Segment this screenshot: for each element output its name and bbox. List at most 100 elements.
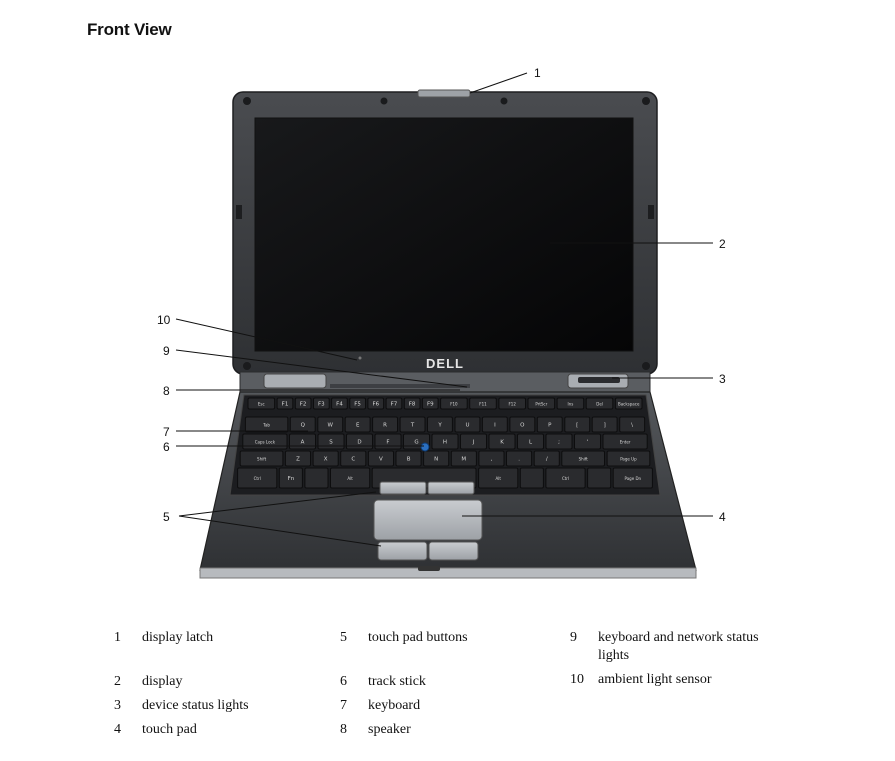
keyboard-key-label: PrtScr xyxy=(535,402,547,407)
keyboard-key-label: Alt xyxy=(495,476,501,481)
ambient-light-sensor xyxy=(359,357,362,360)
keyboard-key xyxy=(588,468,611,488)
keyboard-key-label: K xyxy=(500,440,504,446)
keyboard-key-label: W xyxy=(327,423,333,429)
legend-number: 2 xyxy=(114,673,121,691)
keyboard-key-label: ] xyxy=(604,423,606,429)
speaker xyxy=(264,374,326,388)
keyboard-key-label: Tab xyxy=(262,423,270,428)
keyboard-key-label: Alt xyxy=(347,476,353,481)
legend-label: ambient light sensor xyxy=(598,671,783,689)
display xyxy=(255,118,633,351)
hinge-area xyxy=(240,372,650,392)
keyboard-key-label: Fn xyxy=(288,476,295,482)
legend-column-2: 5 touch pad buttons 6 track stick 7 keyb… xyxy=(340,629,553,745)
keyboard-key-label: Shift xyxy=(257,457,267,462)
keyboard-key-label: Backspace xyxy=(618,402,640,407)
legend-number: 10 xyxy=(570,671,584,689)
keyboard-key-label: / xyxy=(546,457,548,463)
track-stick xyxy=(421,443,429,451)
keyboard-key-label: Y xyxy=(437,423,442,429)
legend-number: 4 xyxy=(114,721,121,739)
callout-number: 6 xyxy=(163,440,170,454)
keyboard-key-label: Ctrl xyxy=(562,476,569,481)
touch-pad xyxy=(374,500,482,540)
legend-item: 10 ambient light sensor xyxy=(570,671,783,689)
keyboard-key-label: Del xyxy=(596,402,603,407)
keyboard-key-label: F8 xyxy=(409,402,416,408)
legend-number: 9 xyxy=(570,629,577,647)
legend-label: track stick xyxy=(368,673,553,691)
keyboard-key-label: T xyxy=(410,423,415,429)
legend-number: 8 xyxy=(340,721,347,739)
keyboard-key-label: C xyxy=(351,457,355,463)
keyboard-key-label: Shift xyxy=(579,457,589,462)
keyboard-key-label: N xyxy=(434,457,438,463)
keyboard-key-label: . xyxy=(518,457,520,463)
legend-column-3: 9 keyboard and network status lights 10 … xyxy=(570,629,783,695)
keyboard-key xyxy=(305,468,328,488)
callout-number: 9 xyxy=(163,344,170,358)
callout-number: 8 xyxy=(163,384,170,398)
legend-label: touch pad buttons xyxy=(368,629,553,647)
legend-label: device status lights xyxy=(142,697,327,715)
keyboard-key-label: U xyxy=(465,423,469,429)
callout-number: 7 xyxy=(163,425,170,439)
keyboard-key-label: F12 xyxy=(509,402,517,407)
keyboard-key-label: X xyxy=(324,457,328,463)
keyboard-key-label: [ xyxy=(576,423,578,429)
legend-item: 2 display xyxy=(114,673,327,691)
callout-number: 4 xyxy=(719,510,726,524)
legend-item: 6 track stick xyxy=(340,673,553,691)
keyboard-key-label: Q xyxy=(301,423,306,429)
keyboard-key xyxy=(520,468,543,488)
keyboard-key-label: F xyxy=(386,440,389,446)
keyboard-key-label: Enter xyxy=(620,440,631,445)
keyboard-key-label: F6 xyxy=(372,402,379,408)
keyboard-key-label: D xyxy=(357,440,361,446)
legend-label: display xyxy=(142,673,327,691)
legend-item: 7 keyboard xyxy=(340,697,553,715)
keyboard-key-label: O xyxy=(520,423,525,429)
dell-logo: DELL xyxy=(426,356,464,371)
callout-number: 2 xyxy=(719,237,726,251)
callout-number: 10 xyxy=(157,313,171,327)
legend-label: touch pad xyxy=(142,721,327,739)
touch-pad-button-lower-right xyxy=(429,542,478,560)
legend-number: 6 xyxy=(340,673,347,691)
legend-item: 5 touch pad buttons xyxy=(340,629,553,647)
legend-number: 1 xyxy=(114,629,121,647)
keyboard-key-label: F1 xyxy=(282,402,289,408)
legend-label: keyboard and network status lights xyxy=(598,629,783,665)
keyboard-key-label: H xyxy=(443,440,447,446)
keyboard-key-label: G xyxy=(414,440,418,446)
keyboard-key-label: Esc xyxy=(258,402,265,407)
touch-pad-button-lower-left xyxy=(378,542,427,560)
legend-item: 3 device status lights xyxy=(114,697,327,715)
keyboard-key-label: A xyxy=(301,440,305,446)
keyboard-key-label: F4 xyxy=(336,402,343,408)
keyboard-key-label: F10 xyxy=(450,402,458,407)
legend-label: display latch xyxy=(142,629,327,647)
keyboard-key-label: F9 xyxy=(427,402,434,408)
touch-pad-button-upper-right xyxy=(428,482,474,494)
keyboard-key-label: R xyxy=(383,423,387,429)
laptop-lid: DELL xyxy=(233,90,657,374)
keyboard-key-label: ; xyxy=(558,440,560,446)
laptop-front-view-figure: DELL EscF1F2F3F4F5F6F7F8F9F10F11F12PrtSc… xyxy=(0,0,895,620)
keyboard-key-label: F2 xyxy=(300,402,307,408)
keyboard-key-label: Caps Lock xyxy=(255,440,276,445)
keyboard-key-label: Ins xyxy=(567,402,573,407)
callout-number: 3 xyxy=(719,372,726,386)
callout-number: 1 xyxy=(534,66,541,80)
callout-number: 5 xyxy=(163,510,170,524)
keyboard-key-label: V xyxy=(379,457,383,463)
keyboard-key-label: F7 xyxy=(391,402,398,408)
legend-label: keyboard xyxy=(368,697,553,715)
keyboard-key-label: F3 xyxy=(318,402,325,408)
legend-item: 9 keyboard and network status lights xyxy=(570,629,783,665)
keyboard-key-label: B xyxy=(407,457,411,463)
keyboard-key-label: E xyxy=(356,423,360,429)
keyboard-key-label: \ xyxy=(631,423,633,429)
